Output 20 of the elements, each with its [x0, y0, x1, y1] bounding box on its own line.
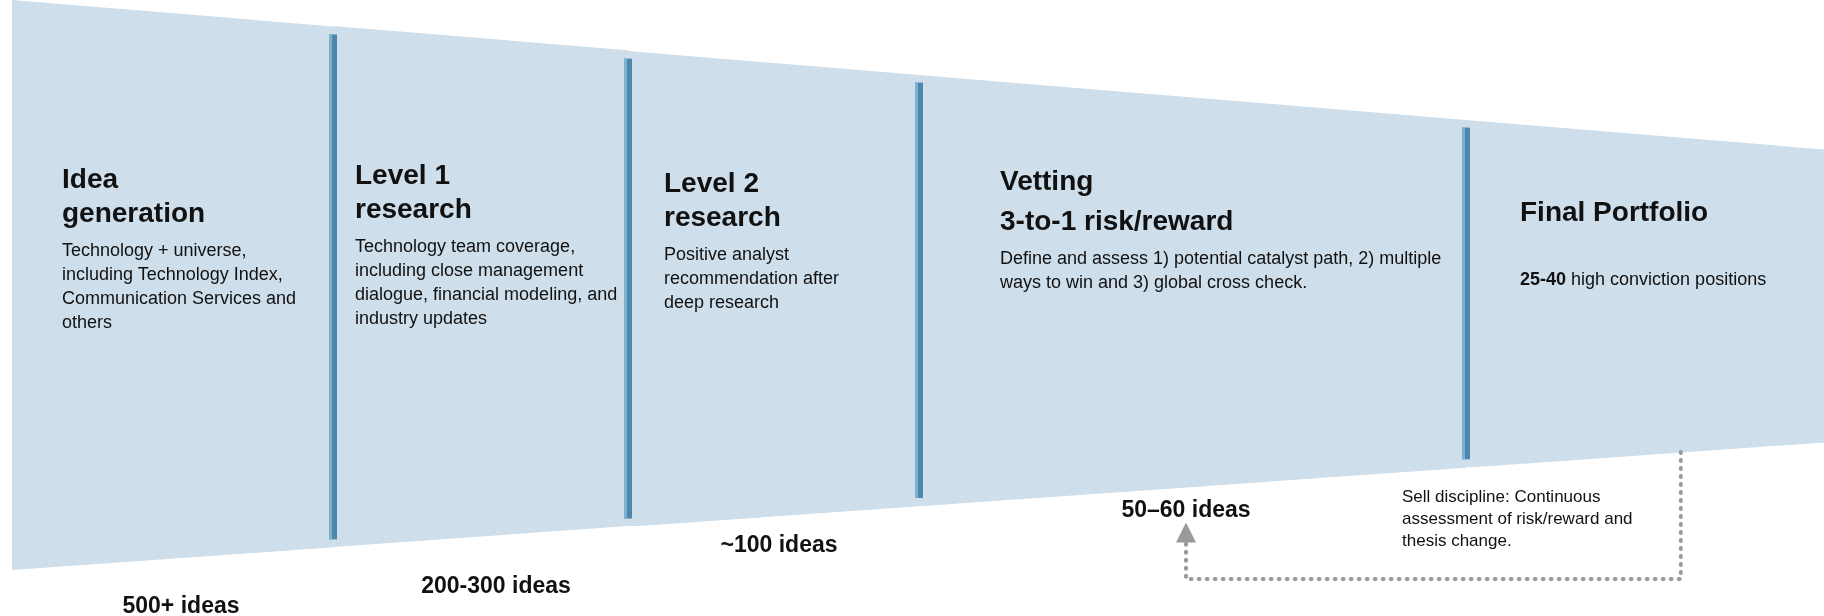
count-label: 50–60 ideas — [1121, 495, 1251, 523]
stage-description: Positive analyst recommendation after deep research — [664, 243, 841, 314]
funnel-stage — [1466, 119, 1824, 468]
stage-heading: Vetting — [1000, 164, 1095, 198]
stage-heading: Level 1 research — [355, 158, 473, 226]
stage-description: Define and assess 1) potential catalyst path, 2) multiple ways to win and 3) global cross check. — [1000, 247, 1443, 294]
stage-heading: Final Portfolio — [1520, 195, 1710, 229]
funnel-stage — [628, 50, 919, 527]
stage-heading: Idea generation — [62, 162, 207, 230]
stage-description: Technology + universe, including Technology Index, Communication Services and others — [62, 239, 298, 334]
stage-heading: Level 2 research — [664, 166, 782, 234]
count-label: 200-300 ideas — [421, 571, 571, 599]
funnel-stage — [333, 26, 628, 548]
stage-description: Technology team coverage, including close management dialogue, financial modeling, and industry updates — [355, 235, 619, 330]
count-label: ~100 ideas — [720, 530, 838, 558]
stage-heading: 3-to-1 risk/reward — [1000, 204, 1235, 238]
count-label: 500+ ideas — [122, 591, 240, 616]
funnel-stage — [12, 0, 333, 570]
arrow — [1176, 450, 1683, 581]
stage-description: 25-40 high conviction positions — [1520, 268, 1768, 291]
